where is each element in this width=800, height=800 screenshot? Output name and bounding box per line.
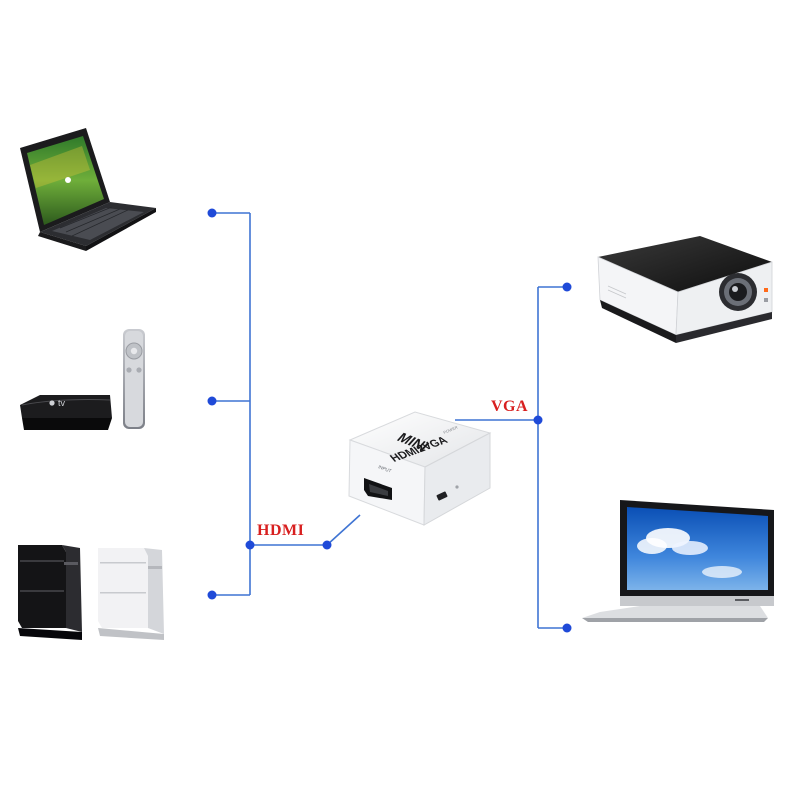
adapter-input-dot [322, 540, 332, 550]
adapter-input-text: INPUT [378, 464, 393, 473]
hdmi2vga-adapter-image: MINI HDMI2VGA INPUT POWER [348, 411, 492, 526]
hdmi-junction-dot [245, 540, 255, 550]
connector-dots [207, 208, 572, 633]
laptop-image [20, 128, 156, 251]
adapter-power-text: POWER [443, 425, 459, 435]
hdmi-label: HDMI [257, 522, 305, 539]
appletv-logo-text: tv [58, 398, 66, 408]
projector-image [597, 236, 773, 343]
game-consoles-image [18, 545, 164, 640]
vga-junction-dot [533, 415, 543, 425]
appletv-dot [207, 396, 217, 406]
appletv-image: tv [20, 329, 145, 430]
monitor-dot [562, 623, 572, 633]
monitor-image [582, 500, 774, 622]
console-dot [207, 590, 217, 600]
vga-label: VGA [491, 398, 529, 415]
connector-lines [212, 212, 567, 629]
laptop-dot [207, 208, 217, 218]
projector-dot [562, 282, 572, 292]
